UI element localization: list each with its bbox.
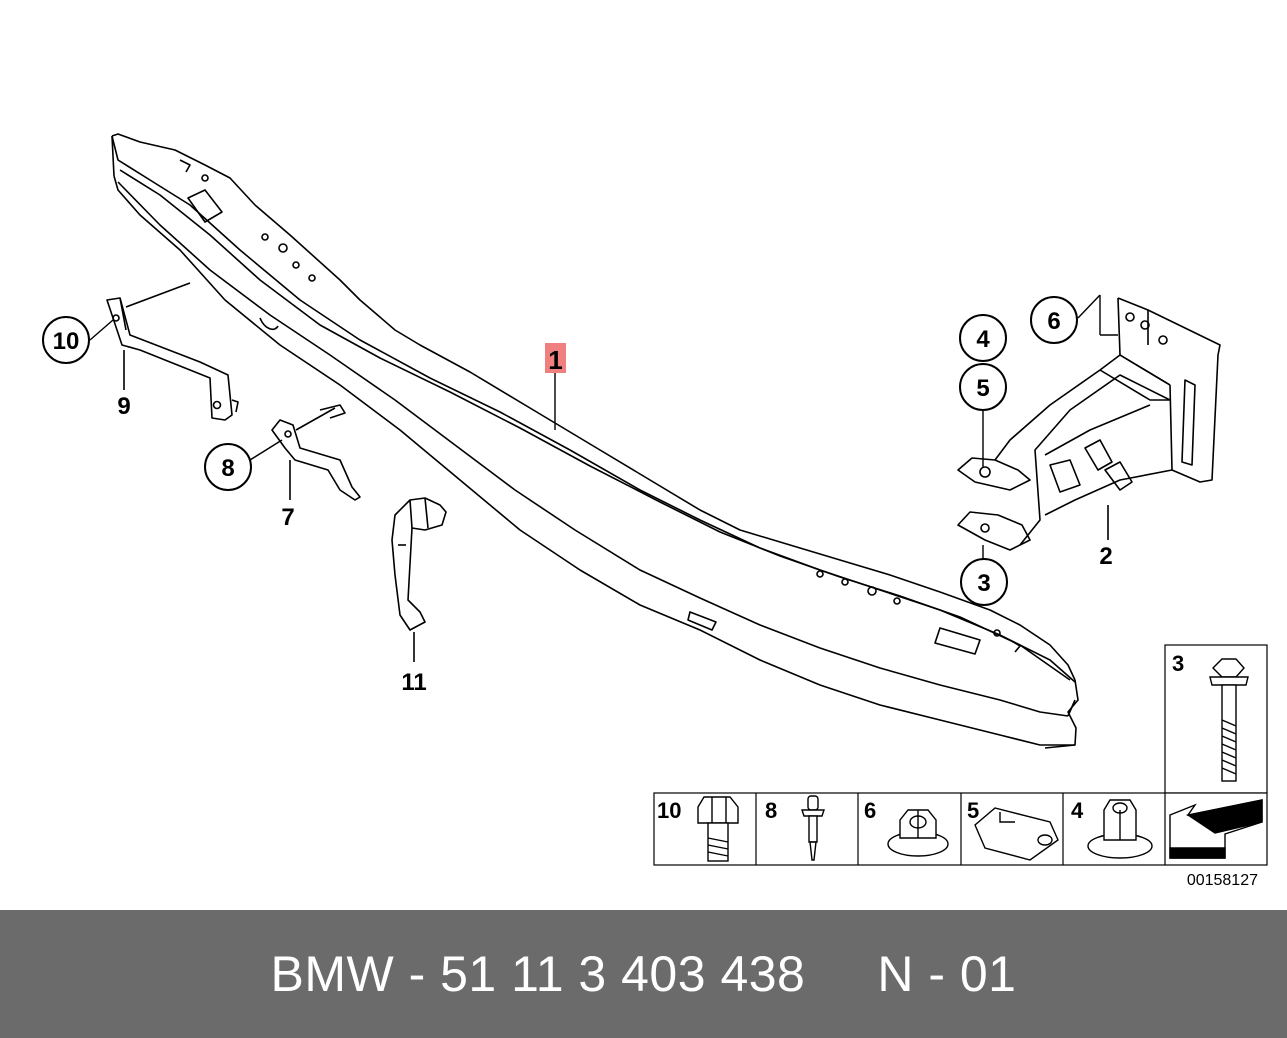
svg-text:4: 4 [976,326,990,353]
callout-1: 1 [545,343,566,375]
legend-label-3: 3 [1172,651,1184,676]
callout-2: 2 [1099,543,1112,570]
bracket-part-9 [106,282,239,421]
legend-label-8: 8 [765,798,777,823]
part-number-text: BMW - 51 11 3 403 438 N - 01 [270,946,1017,1002]
callout-6: 6 [1030,296,1078,344]
callout-3: 3 [960,558,1008,606]
clip-part-11 [391,497,447,662]
hardware-legend: 3 10 8 6 5 4 [653,644,1268,866]
svg-text:3: 3 [977,570,990,597]
hex-bolt-icon [697,796,739,862]
flange-nut-icon [1087,799,1153,859]
svg-text:5: 5 [976,375,989,402]
leader-lines [89,294,1118,560]
callout-10: 10 [42,316,90,364]
svg-text:8: 8 [221,455,234,482]
diagram-number: 00158127 [1187,872,1258,889]
long-bolt-icon [1209,658,1249,782]
legend-label-6: 6 [864,798,876,823]
callout-11: 11 [401,669,426,696]
bumper-carrier-beam [111,133,1079,749]
bracket-part-7 [271,404,361,501]
svg-text:6: 6 [1047,308,1060,335]
plate-nut-icon [974,807,1059,861]
svg-text:10: 10 [53,328,80,355]
footer-bar: BMW - 51 11 3 403 438 N - 01 [0,910,1287,1038]
callout-7: 7 [281,504,294,531]
blind-rivet-icon [801,795,825,861]
legend-label-5: 5 [967,798,979,823]
direction-arrow-icon [1169,799,1263,859]
callout-5: 5 [959,363,1007,411]
callout-4: 4 [959,314,1007,362]
callout-8: 8 [204,443,252,491]
legend-label-10: 10 [657,798,681,823]
collar-nut-icon [887,809,949,857]
crash-box-part-2 [957,297,1221,551]
legend-label-4: 4 [1071,798,1084,823]
svg-text:1: 1 [548,345,562,375]
callout-9: 9 [117,393,130,420]
diagram-svg: 1 10 8 6 4 5 3 9 7 11 2 3 10 8 6 [42,133,1268,889]
